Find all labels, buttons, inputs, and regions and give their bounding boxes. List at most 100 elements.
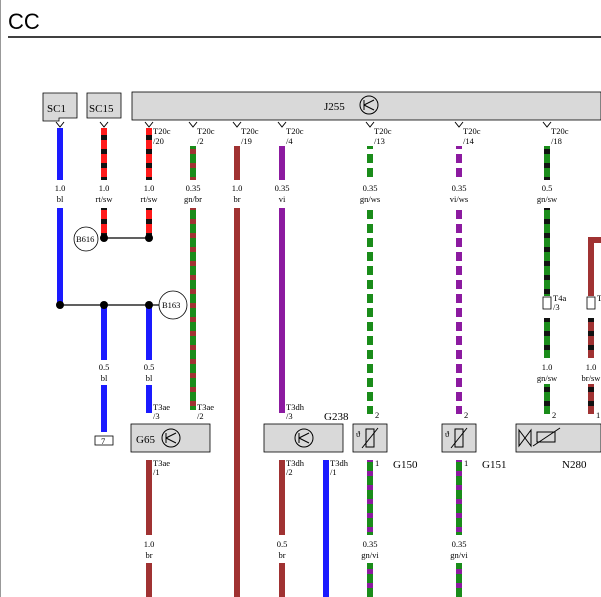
connector-labels-lower: T3ae /3 T3ae /2 T3ae /1 T3dh /3 T3dh /2 … [153,293,601,477]
g150-pin-top: 2 [375,410,379,420]
w5-size: 1.0 [232,183,243,193]
wire-w15-lower [279,563,285,597]
wire-w11 [146,305,152,360]
w13-color: br/sw [582,373,601,383]
label-t20c-20: T20c [153,126,171,136]
wire-w16-lower [367,563,373,597]
j255-label: J255 [324,101,345,113]
w14-color: br [145,550,152,560]
wire-w2-lower [101,208,107,238]
splice-lines [60,237,160,306]
label-t3dh-3: T3dh [286,402,305,412]
w14-size: 1.0 [144,539,155,549]
w1-size: 1.0 [55,183,66,193]
w1-color: bl [57,194,64,204]
wire-w17-lower [456,563,462,597]
fuse-sc1: SC1 [42,92,78,122]
splice-b616: B616 [73,226,99,252]
wire-w15 [279,460,285,535]
g151-pin-top: 2 [464,410,468,420]
n280-label: N280 [562,459,587,471]
wire-w9-lower [544,208,550,296]
label-t20c-13-pin: /13 [374,136,385,146]
transistor-icon [359,95,379,115]
wire-w4 [190,146,196,180]
w17-size: 0.35 [452,539,467,549]
label-t3ae-2: T3ae [197,402,214,412]
fuse-sc15-label: SC15 [89,103,114,115]
wire-w10 [101,305,107,360]
wire-w4-lower [190,208,196,410]
w16-color: gn/vi [361,550,379,560]
connector-pins-top [55,121,552,128]
label-t4a-3-pin: /3 [553,302,560,312]
wire-w1 [57,128,63,180]
w9-size: 0.5 [542,183,553,193]
w4-color: gn/br [184,194,202,204]
wire-t3dh-1 [323,460,329,597]
svg-text:ϑ: ϑ [445,429,450,439]
component-g65: G65 [130,423,211,453]
wire-w12 [544,318,550,358]
wire-w5-lower [234,208,240,597]
ground-7: 7 [94,435,114,446]
wire-w7 [367,146,373,180]
w11-color: bl [146,373,153,383]
label-t20c-19: T20c [241,126,259,136]
w4-size: 0.35 [186,183,201,193]
label-t4a-partial: T [597,293,601,303]
wire-w1-lower [57,208,63,305]
w16-size: 0.35 [363,539,378,549]
thermistor-icon: ϑ [356,427,379,449]
label-t20c-2-pin: /2 [197,136,204,146]
label-t20c-19-pin: /19 [241,136,252,146]
label-t3dh-2: T3dh [286,458,305,468]
sensor-icon [161,428,181,448]
label-t3ae-3: T3ae [153,402,170,412]
wire-w6-lower [279,208,285,413]
g150-label: G150 [393,459,418,471]
component-g151: ϑ 2 1 G151 [441,410,506,471]
g151-label: G151 [482,459,506,471]
valve-icon [518,427,561,448]
label-t20c-13: T20c [374,126,392,136]
component-n280: 2 1 N280 [515,410,601,471]
w12-size: 1.0 [542,362,553,372]
wire-w2 [101,128,107,180]
w3-color: rt/sw [141,194,159,204]
wire-w13-upper [588,237,601,296]
wire-w13-lower [588,384,594,414]
w2-size: 1.0 [99,183,110,193]
control-unit-j255: J255 [131,91,601,121]
b163-label: B163 [162,300,180,310]
w3-size: 1.0 [144,183,155,193]
b616-label: B616 [76,234,94,244]
w5-color: br [233,194,240,204]
wire-w13 [588,318,594,358]
wire-w3 [146,128,152,180]
g238-label: G238 [324,411,349,423]
label-t20c-2: T20c [197,126,215,136]
label-t3dh-1-pin: /1 [330,467,337,477]
label-t20c-20-pin: /20 [153,136,164,146]
component-g150: ϑ 2 1 G150 [352,410,418,471]
connector-labels-top: T20c /20 T20c /2 T20c /19 T20c /4 T20c /… [153,126,569,146]
label-t3ae-1: T3ae [153,458,170,468]
w6-size: 0.35 [275,183,290,193]
g150-pin-bottom: 1 [375,458,379,468]
label-t3ae-2-pin: /2 [197,411,204,421]
w13-size: 1.0 [586,362,597,372]
label-t3dh-3-pin: /3 [286,411,293,421]
ground-label: 7 [101,436,105,446]
label-t3ae-3-pin: /3 [153,411,160,421]
g151-pin-bottom: 1 [464,458,468,468]
w15-color: br [278,550,285,560]
wire-w3-lower [146,208,152,238]
label-t3dh-2-pin: /2 [286,467,293,477]
label-t20c-14: T20c [463,126,481,136]
label-t20c-4: T20c [286,126,304,136]
w11-size: 0.5 [144,362,155,372]
w15-size: 0.5 [277,539,288,549]
n280-pin-right: 1 [596,410,600,420]
wire-w14-lower [146,563,152,597]
